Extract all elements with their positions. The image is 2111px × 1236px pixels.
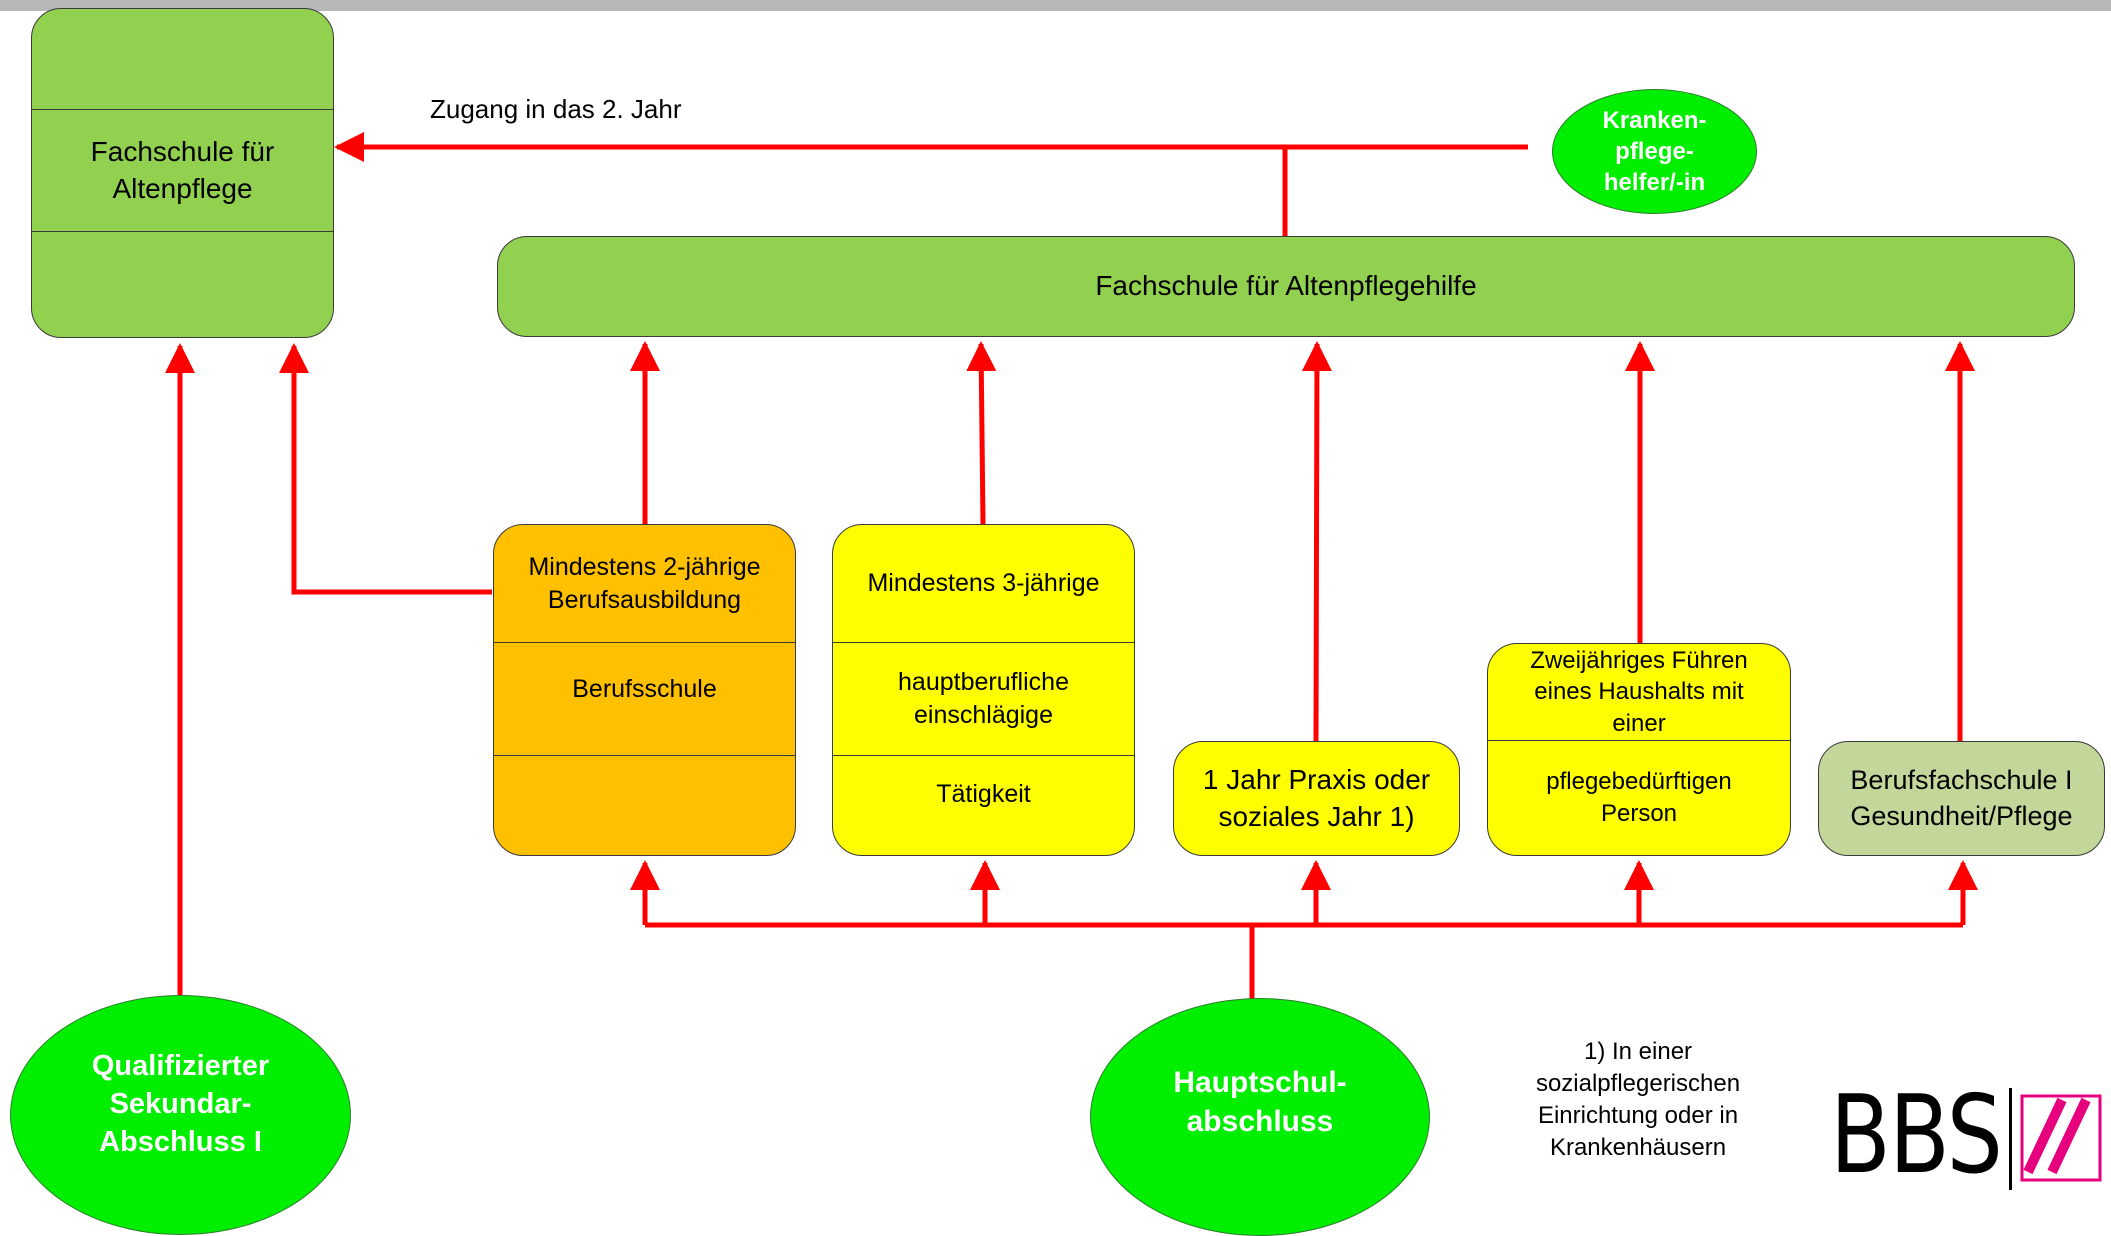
hauptschul-oval: Hauptschul- abschluss [1090,998,1430,1236]
arrow-taetigkeit-to-altenpflegehilfe [966,341,997,525]
berufsfachschule-label: Berufsfachschule I Gesundheit/Pflege [1850,764,2073,831]
taetigkeit-middle-label: hauptberufliche einschlägige [833,642,1134,755]
bbs-logo-text: BBS [1830,1073,2003,1198]
haushalt-top-label: Zweijähriges Führen eines Haushalts mit … [1530,647,1748,737]
berufsausbildung-box: Mindestens 2-jährige Berufsausbildung Be… [493,524,796,856]
berufsausbildung-top-label: Mindestens 2-jährige Berufsausbildung [528,552,761,614]
berufsausbildung-middle-label: Berufsschule [494,642,795,737]
krankenpflegehelfer-oval: Kranken- pflege- helfer/-in [1552,89,1757,214]
bbs-logo: BBS [1830,1082,2105,1192]
haushalt-box: Zweijähriges Führen eines Haushalts mit … [1487,643,1791,856]
taetigkeit-top-label: Mindestens 3-jährige [867,569,1100,597]
arrow-berufsausbildung-to-altenpflege [279,343,492,595]
footnote: 1) In einer sozialpflegerischen Einricht… [1535,1038,1741,1161]
fachschule-altenpflegehilfe-box: Fachschule für Altenpflegehilfe [497,236,2075,337]
taetigkeit-box: Mindestens 3-jährige hauptberufliche ein… [832,524,1135,856]
top-bar [0,0,2111,11]
arrow-praxis-to-altenpflegehilfe [1301,341,1332,742]
praxis-box: 1 Jahr Praxis oder soziales Jahr 1) [1173,741,1460,856]
haushalt-bottom-label: pflegebedürftigen Person [1488,740,1790,855]
fachschule-altenpflegehilfe-label: Fachschule für Altenpflegehilfe [1095,270,1477,302]
logo-stripes-icon [2018,1092,2104,1184]
fachschule-altenpflege-box: Fachschule für Altenpflege [31,8,334,338]
fachschule-altenpflege-label: Fachschule für Altenpflege [32,109,333,231]
taetigkeit-bottom-label: Tätigkeit [833,755,1134,855]
berufsfachschule-box: Berufsfachschule I Gesundheit/Pflege [1818,741,2105,856]
praxis-label: 1 Jahr Praxis oder soziales Jahr 1) [1202,763,1431,832]
qualifizierter-oval: Qualifizierter Sekundar- Abschluss I [10,995,351,1235]
logo-divider [2009,1088,2012,1190]
zugang-label: Zugang in das 2. Jahr [430,94,682,124]
